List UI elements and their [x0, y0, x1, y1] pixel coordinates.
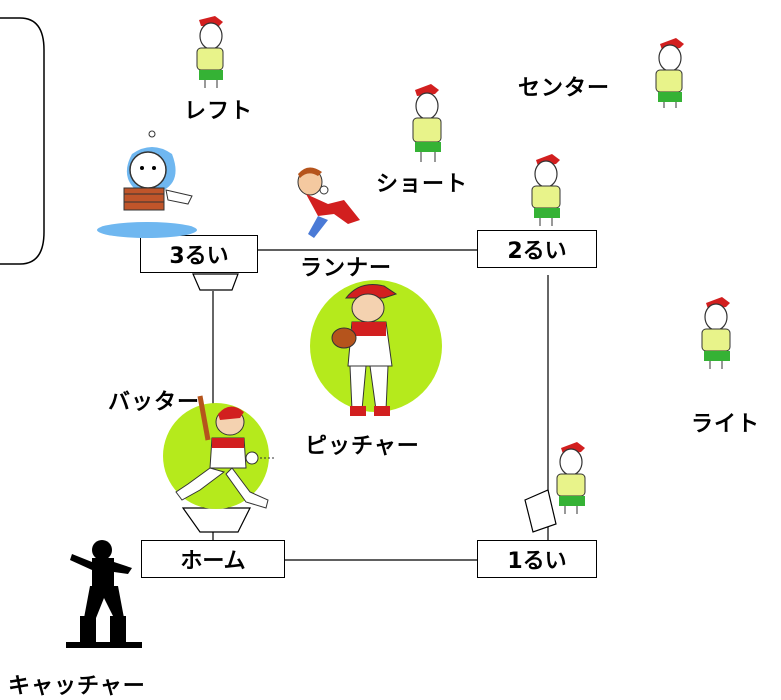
catcher-figure: [66, 540, 142, 648]
batter-figure: [175, 395, 276, 509]
left-fielder-figure: [196, 16, 224, 88]
right-fielder-figure: [701, 297, 731, 369]
label-right: ライト: [691, 412, 761, 437]
label-runner: ランナー: [300, 256, 393, 281]
base-home: ホーム: [141, 540, 285, 578]
label-left: レフト: [184, 99, 254, 124]
label-batter: バッター: [108, 390, 201, 415]
label-catcher: キャッチャー: [8, 674, 146, 699]
runner-figure: [297, 167, 360, 238]
second-baseman-figure: [531, 154, 561, 226]
first-baseman-figure: [556, 442, 586, 514]
center-fielder-figure: [655, 38, 684, 108]
label-short: ショート: [376, 172, 469, 197]
base-second: 2るい: [477, 230, 597, 268]
third-baseman-figure: [97, 130, 197, 238]
label-pitcher: ピッチャー: [305, 434, 420, 459]
base-third: 3るい: [140, 235, 258, 273]
pitcher-figure: [331, 284, 398, 416]
base-first: 1るい: [477, 540, 597, 578]
shortstop-figure: [412, 84, 442, 162]
label-center: センター: [518, 76, 611, 101]
